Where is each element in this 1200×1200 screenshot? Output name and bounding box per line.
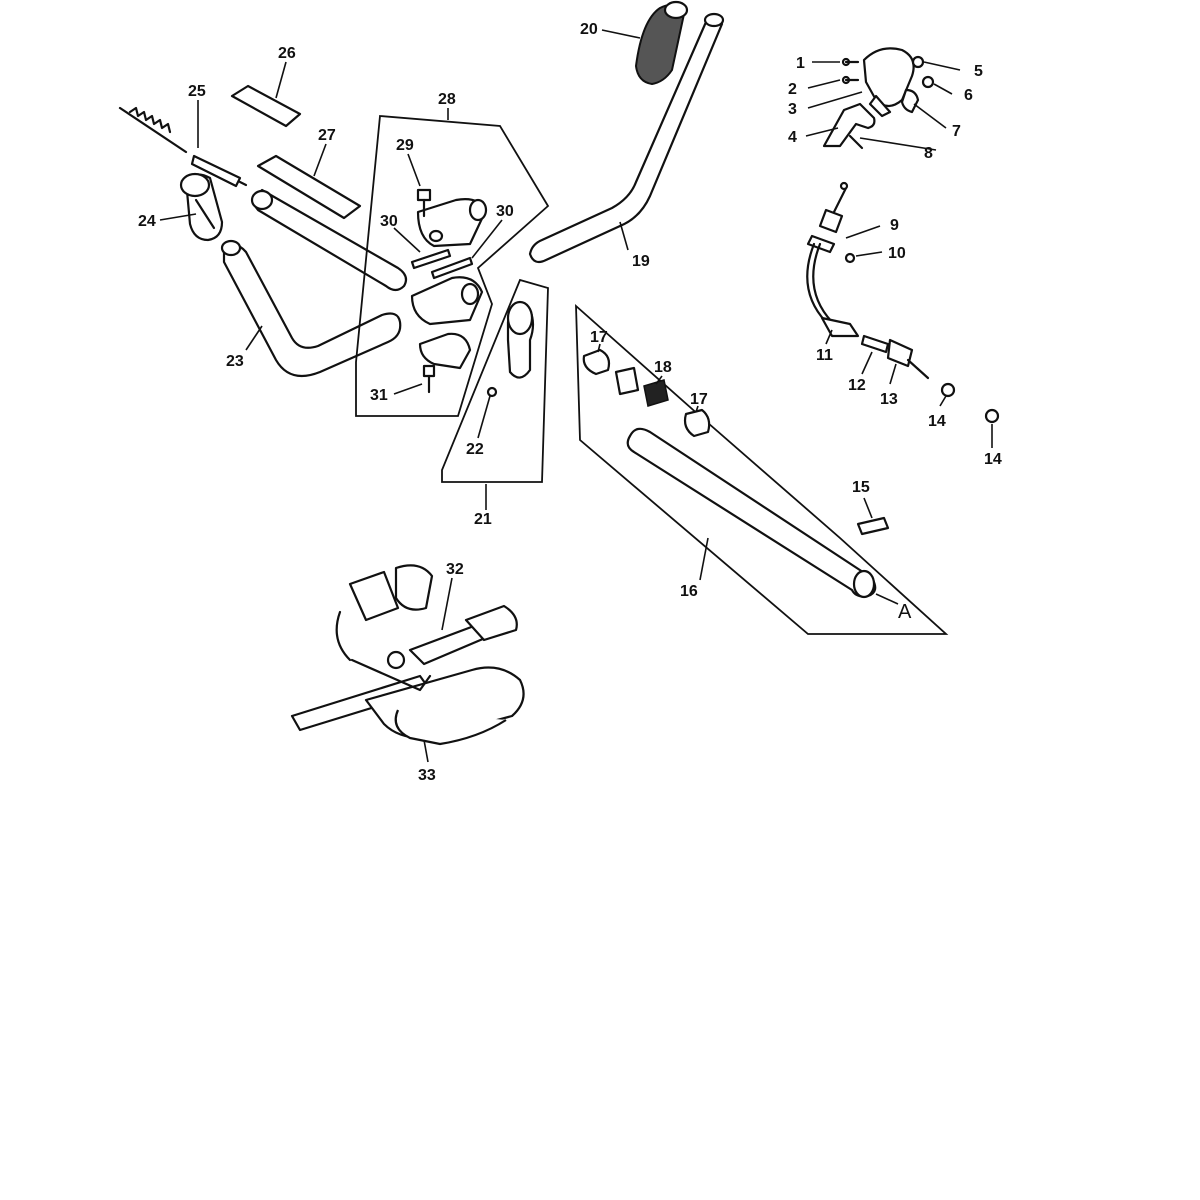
label-23: 23 xyxy=(226,353,244,370)
label-2: 2 xyxy=(788,81,797,98)
label-9: 9 xyxy=(890,217,899,234)
label-3: 3 xyxy=(788,101,797,118)
label-26: 26 xyxy=(278,45,296,62)
label-6: 6 xyxy=(964,87,973,104)
label-plate-27 xyxy=(256,154,362,220)
label-19: 19 xyxy=(632,253,650,270)
label-17b: 17 xyxy=(690,391,708,408)
right-handle-bar-19 xyxy=(528,12,725,264)
label-27: 27 xyxy=(318,127,336,144)
label-7: 7 xyxy=(952,123,961,140)
label-ref-a: A xyxy=(898,601,912,623)
label-1: 1 xyxy=(796,55,805,72)
label-15: 15 xyxy=(852,479,870,496)
label-25: 25 xyxy=(188,83,206,100)
label-30b: 30 xyxy=(496,203,514,220)
label-22: 22 xyxy=(466,441,484,458)
label-13: 13 xyxy=(880,391,898,408)
label-18: 18 xyxy=(654,359,672,376)
label-28: 28 xyxy=(438,91,456,108)
label-10: 10 xyxy=(888,245,906,262)
grip-20 xyxy=(634,0,689,86)
throttle-cable xyxy=(806,181,1000,424)
part-labels: 1 2 3 4 5 6 7 8 9 10 11 12 13 14 14 15 1… xyxy=(138,21,1002,784)
label-16: 16 xyxy=(680,583,698,600)
label-plate-26 xyxy=(230,84,302,128)
label-11: 11 xyxy=(816,347,833,364)
label-20: 20 xyxy=(580,21,598,38)
harness-assembly xyxy=(290,564,525,746)
shaft-group-16 xyxy=(575,303,949,635)
label-29: 29 xyxy=(396,137,414,154)
label-14b: 14 xyxy=(984,451,1002,468)
grip-24 xyxy=(179,172,224,242)
label-33: 33 xyxy=(418,767,436,784)
label-21: 21 xyxy=(474,511,492,528)
label-5: 5 xyxy=(974,63,983,80)
label-30a: 30 xyxy=(380,213,398,230)
clamp-group-28 xyxy=(355,115,550,417)
label-31: 31 xyxy=(370,387,388,404)
leader-lines xyxy=(159,29,993,763)
throttle-assembly xyxy=(822,47,935,150)
clamp-group-21 xyxy=(441,278,549,483)
label-8: 8 xyxy=(924,145,933,162)
label-12: 12 xyxy=(848,377,866,394)
label-17a: 17 xyxy=(590,329,608,346)
label-14a: 14 xyxy=(928,413,946,430)
label-24: 24 xyxy=(138,213,156,230)
label-32: 32 xyxy=(446,561,464,578)
bolt-25 xyxy=(118,106,248,188)
left-handle-bar xyxy=(220,188,408,378)
label-4: 4 xyxy=(788,129,797,146)
